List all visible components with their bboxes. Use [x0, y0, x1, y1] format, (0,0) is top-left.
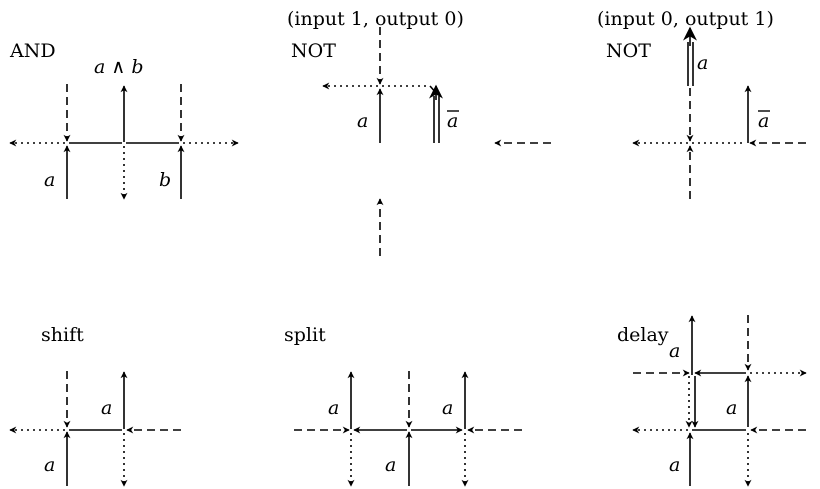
not1-title: NOT: [291, 40, 336, 62]
shift-wires: [9, 371, 181, 487]
not1-input-a-label: a: [357, 110, 368, 132]
split-gadget: split a a a: [284, 324, 522, 487]
not1-wires: [322, 27, 551, 256]
split-wires: [294, 371, 522, 487]
split-title: split: [284, 324, 326, 346]
and-gadget: AND a ∧ b a b: [9, 40, 239, 200]
delay-wires: [632, 315, 807, 487]
not-input1-gadget: (input 1, output 0) NOT a a: [287, 8, 551, 256]
not-input0-gadget: (input 0, output 1) NOT a a: [597, 8, 806, 199]
shift-title: shift: [41, 324, 84, 346]
delay-a-right-label: a: [726, 397, 737, 419]
delay-a-bottom-label: a: [669, 454, 680, 476]
shift-gadget: shift a a: [9, 324, 181, 487]
not0-wires: [632, 26, 806, 199]
split-left-a-label: a: [328, 397, 339, 419]
not1-caption: (input 1, output 0): [287, 8, 464, 30]
not0-caption: (input 0, output 1): [597, 8, 774, 30]
delay-title: delay: [617, 324, 669, 346]
not0-output-label: a: [758, 110, 769, 132]
and-title: AND: [9, 40, 56, 62]
delay-gadget: delay a a a: [617, 315, 807, 487]
shift-upper-a-label: a: [101, 397, 112, 419]
not0-title: NOT: [606, 40, 651, 62]
split-bottom-a-label: a: [385, 454, 396, 476]
not1-output-label: a: [447, 110, 458, 132]
not0-input-a-label: a: [697, 52, 708, 74]
and-input-b-label: b: [159, 169, 171, 191]
split-right-a-label: a: [442, 397, 453, 419]
delay-a-left-label: a: [669, 340, 680, 362]
and-input-a-label: a: [44, 169, 55, 191]
and-wires: [9, 84, 239, 200]
and-output-label: a ∧ b: [94, 56, 143, 78]
shift-lower-a-label: a: [44, 454, 55, 476]
